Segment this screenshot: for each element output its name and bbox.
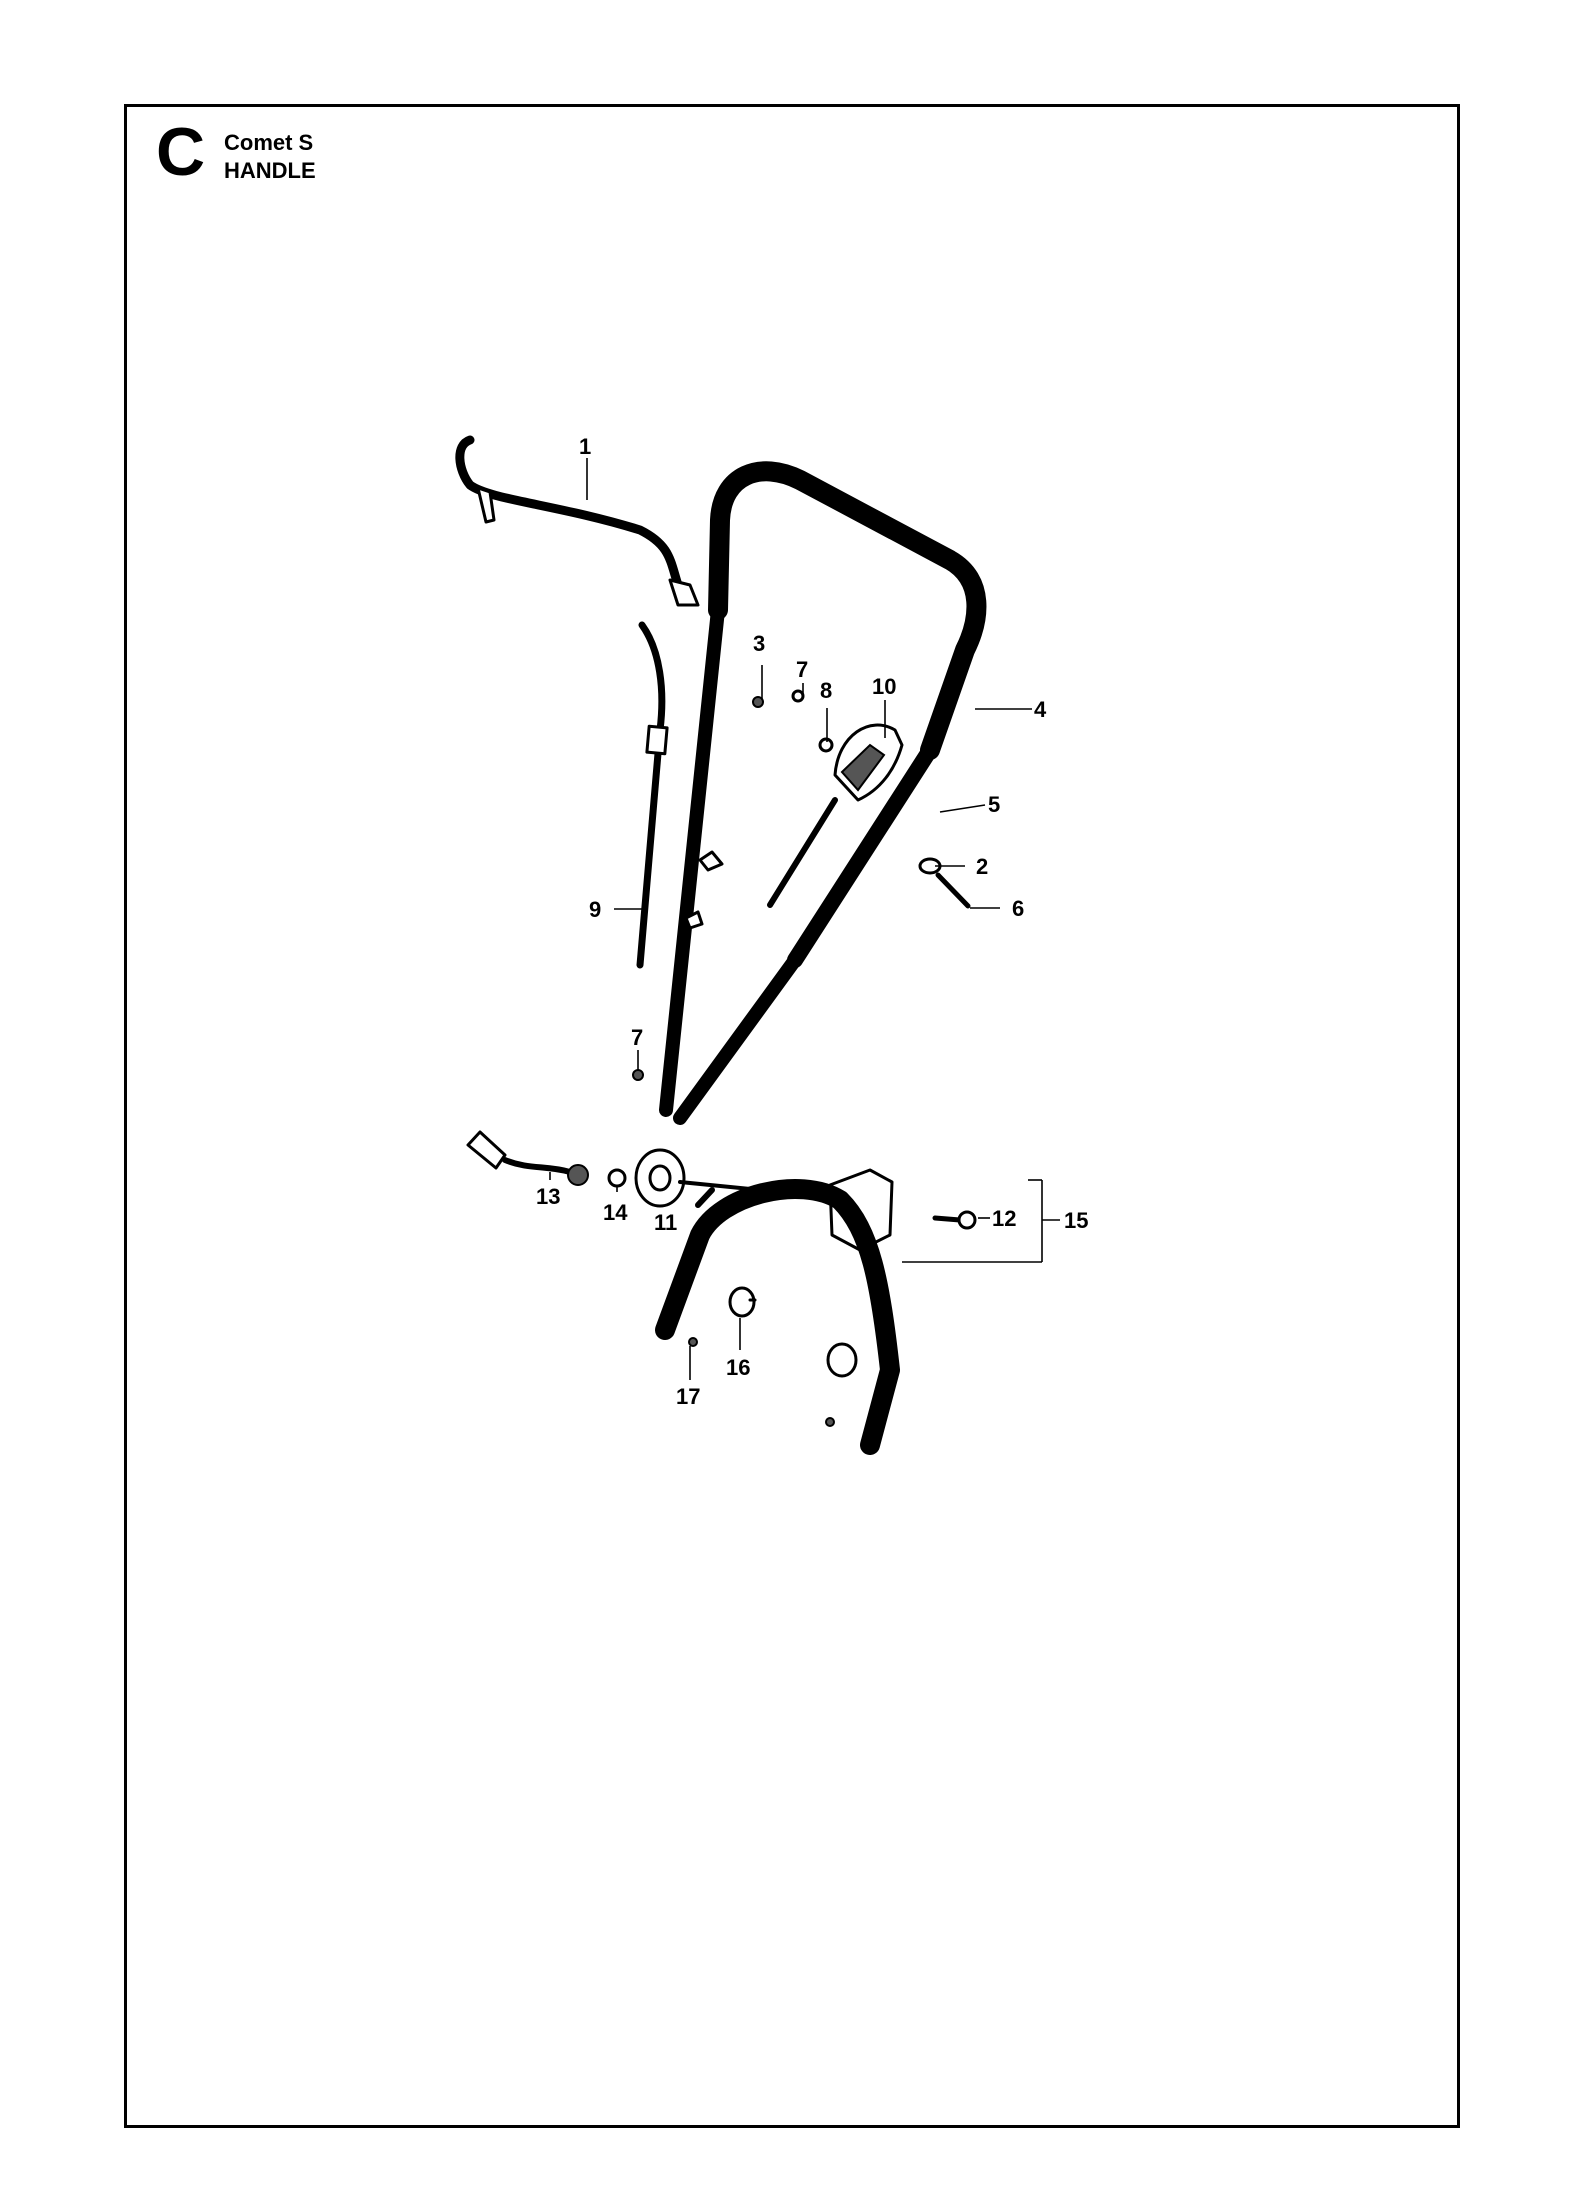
callout-2: 2 — [976, 854, 988, 879]
callout-1: 1 — [579, 434, 591, 459]
callout-labels: 1 2 3 4 5 6 7 7 8 9 10 11 12 13 14 15 16… — [536, 434, 1088, 1409]
callout-7-upper: 7 — [796, 657, 808, 682]
callout-13: 13 — [536, 1184, 560, 1209]
callout-4: 4 — [1034, 697, 1047, 722]
callout-8: 8 — [820, 678, 832, 703]
section-letter: C — [156, 114, 206, 190]
model-title: Comet S — [224, 130, 314, 155]
part-14-washer — [607, 1168, 627, 1188]
part-16-wheel-washer — [728, 1286, 858, 1378]
part-11-bolt — [695, 1187, 715, 1208]
callout-3: 3 — [753, 631, 765, 656]
leader-lines — [549, 458, 1060, 1380]
callout-5: 5 — [988, 792, 1000, 817]
part-12-bolt — [932, 1210, 977, 1230]
part-15-lower-frame — [655, 1168, 900, 1455]
callout-12: 12 — [992, 1206, 1016, 1231]
callout-6: 6 — [1012, 896, 1024, 921]
callout-15: 15 — [1064, 1208, 1088, 1233]
part-4-upper-handle — [659, 461, 987, 1117]
assembly-title: HANDLE — [224, 158, 316, 183]
part-10-switch-box — [767, 723, 904, 908]
callout-11: 11 — [654, 1210, 677, 1235]
callout-14: 14 — [603, 1200, 628, 1225]
fasteners-upper — [632, 689, 971, 1081]
callout-17: 17 — [676, 1384, 700, 1409]
callout-16: 16 — [726, 1355, 750, 1380]
callout-9: 9 — [589, 897, 601, 922]
part-1-control-bail — [455, 435, 700, 607]
part-5-lower-handle — [673, 742, 938, 1125]
part-13-cable-end — [466, 1130, 589, 1186]
part-17-screws — [688, 1337, 835, 1427]
callout-10: 10 — [872, 674, 896, 699]
page-frame — [124, 104, 1460, 2128]
part-9-cable — [636, 621, 724, 969]
callout-7-lower: 7 — [631, 1025, 643, 1050]
